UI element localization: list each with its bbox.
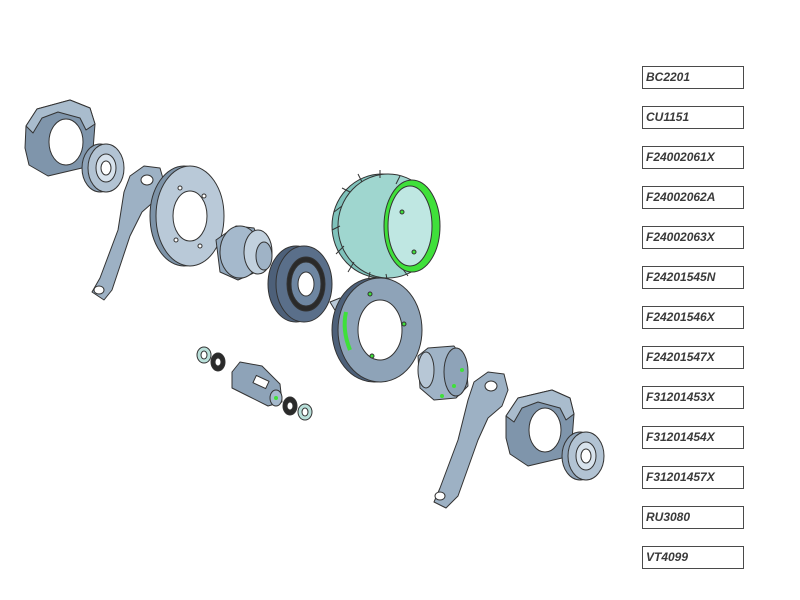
flanged-hub[interactable] (215, 225, 273, 281)
right-lock-nut[interactable] (282, 396, 298, 416)
part-label-f31201453x[interactable]: F31201453X (642, 386, 744, 409)
center-bearing[interactable] (267, 245, 333, 323)
toothed-pulley[interactable] (331, 170, 441, 285)
left-washer[interactable] (196, 346, 212, 364)
part-label-f24002062a[interactable]: F24002062A (642, 186, 744, 209)
right-hex-nut[interactable] (505, 389, 575, 467)
part-label-cu1151[interactable]: CU1151 (642, 106, 744, 129)
part-label-ru3080[interactable]: RU3080 (642, 506, 744, 529)
part-label-vt4099[interactable]: VT4099 (642, 546, 744, 569)
left-bearing[interactable] (81, 143, 125, 193)
right-crank-arm[interactable] (433, 371, 509, 509)
axle-shaft[interactable] (231, 361, 283, 407)
exploded-assembly-diagram (24, 99, 605, 509)
large-disc[interactable] (331, 277, 423, 383)
part-label-f24201545n[interactable]: F24201545N (642, 266, 744, 289)
left-mounting-plate[interactable] (149, 165, 225, 267)
part-label-f31201457x[interactable]: F31201457X (642, 466, 744, 489)
left-lock-nut[interactable] (210, 352, 226, 372)
part-number-list: BC2201 CU1151 F24002061X F24002062A F240… (642, 66, 744, 586)
left-hex-nut[interactable] (24, 99, 96, 177)
right-bearing[interactable] (561, 431, 605, 481)
part-label-f31201454x[interactable]: F31201454X (642, 426, 744, 449)
part-label-f24002061x[interactable]: F24002061X (642, 146, 744, 169)
part-label-f24002063x[interactable]: F24002063X (642, 226, 744, 249)
right-washer[interactable] (297, 403, 313, 421)
part-label-bc2201[interactable]: BC2201 (642, 66, 744, 89)
right-splined-hub[interactable] (417, 345, 469, 401)
left-crank-arm[interactable] (91, 165, 165, 301)
part-label-f24201546x[interactable]: F24201546X (642, 306, 744, 329)
part-label-f24201547x[interactable]: F24201547X (642, 346, 744, 369)
